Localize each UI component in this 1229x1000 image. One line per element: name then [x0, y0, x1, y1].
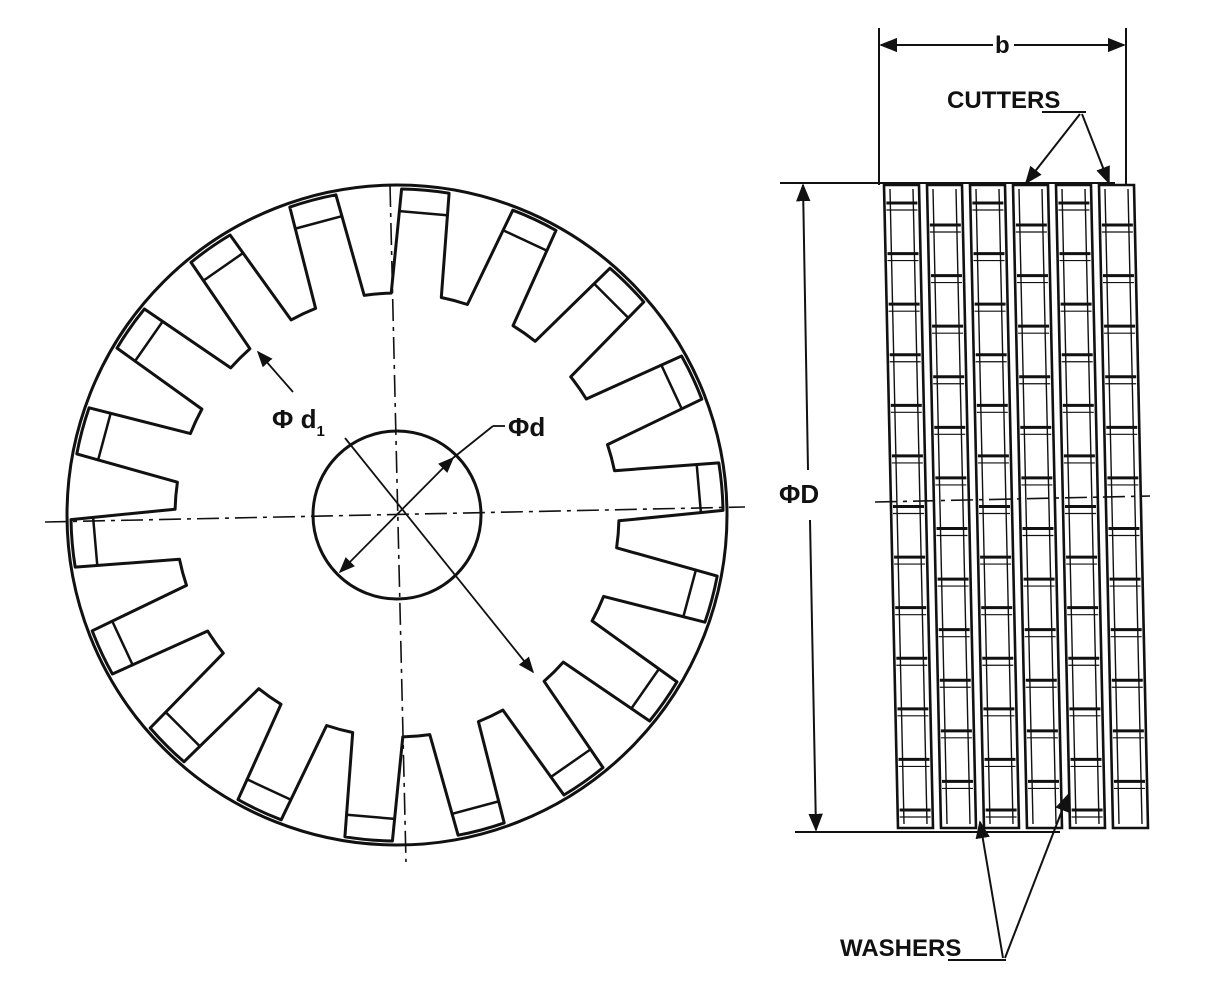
- D-label: ΦD: [779, 479, 819, 509]
- cutter-plate: [1097, 183, 1150, 830]
- D-dimension-upper: [796, 183, 811, 471]
- d-label: Φd: [508, 412, 545, 442]
- root-dimension-line-upper: [256, 350, 294, 393]
- cutter-plate: [882, 183, 935, 830]
- cutter-inner-line: [932, 188, 948, 825]
- tooth-tip-mark: [245, 777, 293, 802]
- front-view: [44, 183, 746, 863]
- bore-dimension-line: [338, 456, 455, 574]
- tooth-tip-mark: [397, 209, 449, 217]
- D-dimension-lower: [808, 519, 823, 832]
- cutter-inner-line: [955, 188, 971, 825]
- tooth-tip-mark: [629, 667, 661, 711]
- cutter-inner-line: [1127, 188, 1143, 825]
- tooth-tip-mark: [659, 363, 684, 411]
- cutters-label: CUTTERS: [947, 87, 1060, 114]
- tooth-tip-mark: [501, 228, 549, 253]
- tooth-tip-mark: [110, 619, 135, 667]
- tooth-tip-mark: [450, 799, 501, 816]
- tooth-tip-mark: [293, 214, 344, 231]
- tooth-tip-mark: [163, 710, 202, 749]
- tooth-tip-mark: [133, 319, 165, 363]
- cutter-stack: [882, 183, 1150, 830]
- cutter-plate: [1011, 183, 1064, 830]
- washers-leader-2: [1004, 793, 1069, 959]
- cutter-inner-line: [1018, 188, 1034, 825]
- cutter-inner-line: [1041, 188, 1057, 825]
- tooth-tip-mark: [91, 515, 99, 567]
- outer-circle: [65, 183, 729, 847]
- tooth-tip-mark: [681, 568, 698, 619]
- tooth-tip-mark: [96, 411, 113, 462]
- side-view: [780, 28, 1151, 961]
- bore-circle: [311, 429, 483, 601]
- tooth-tip-mark: [592, 281, 631, 320]
- washers-label: WASHERS: [840, 935, 961, 962]
- cutters-leader-2: [1081, 113, 1110, 185]
- washers-leader-1: [975, 820, 1004, 959]
- bore-leader: [452, 425, 494, 459]
- tooth-tip-mark: [345, 813, 397, 821]
- tooth-tip-mark: [695, 463, 703, 515]
- cutters-leader-1: [1024, 113, 1081, 185]
- cutter-plate: [968, 183, 1021, 830]
- side-centerline: [874, 495, 1151, 503]
- tooth-tip-mark: [549, 747, 593, 779]
- root-dimension-line: [344, 437, 535, 674]
- tooth-tip-marks: [91, 209, 703, 821]
- b-label: b: [995, 32, 1010, 59]
- cutter-inner-line: [1104, 188, 1120, 825]
- cutter-plate: [1054, 183, 1107, 830]
- d1-label: Φ d1: [272, 404, 325, 440]
- tooth-tip-mark: [201, 251, 245, 283]
